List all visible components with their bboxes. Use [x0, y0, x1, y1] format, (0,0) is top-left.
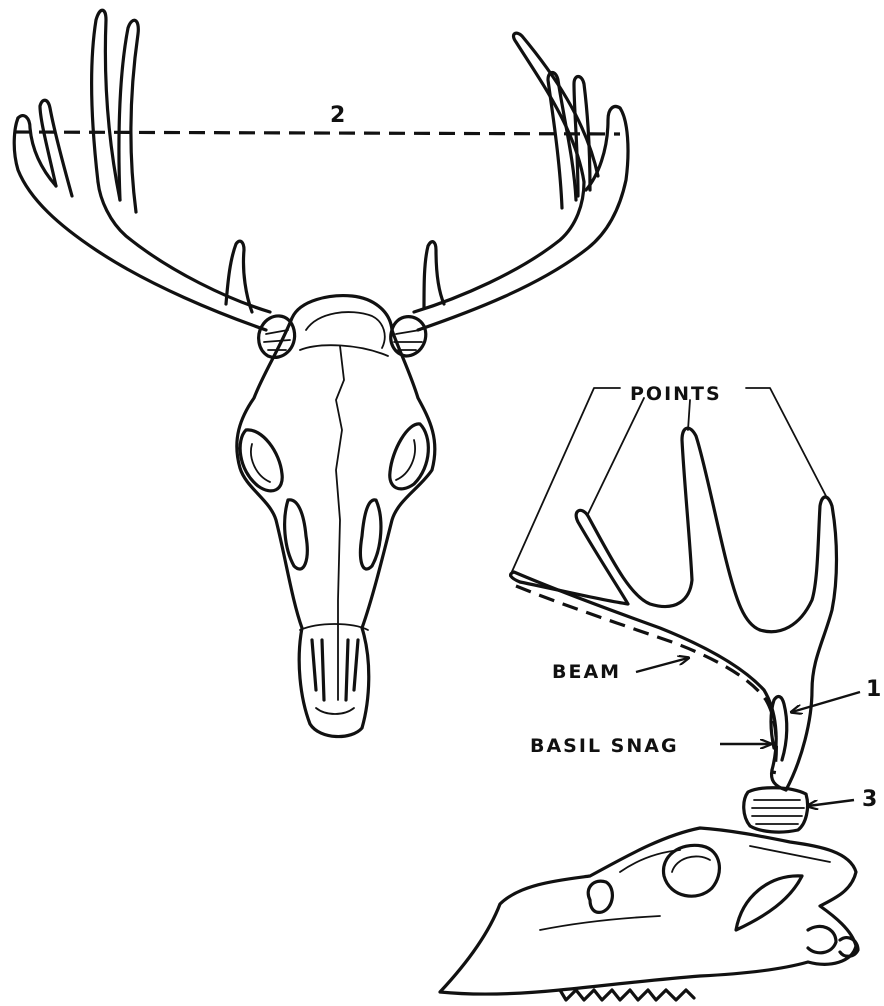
spread-dashed-line [14, 132, 620, 134]
label-points: POINTS [630, 383, 722, 405]
measurement-1: 1 [792, 677, 881, 712]
front-left-antler [14, 10, 270, 330]
label-2: 2 [330, 103, 345, 128]
points-callout: POINTS [510, 383, 826, 576]
side-view-skull [440, 788, 858, 1000]
label-3: 3 [862, 787, 877, 812]
measurement-3: 3 [808, 787, 877, 812]
front-view-skull [237, 296, 435, 737]
basil-snag-callout: BASIL SNAG [530, 735, 770, 757]
spread-measurement: 2 [14, 103, 620, 134]
label-basil-snag: BASIL SNAG [530, 735, 679, 757]
beam-callout: BEAM [552, 658, 688, 683]
label-1: 1 [866, 677, 881, 702]
label-beam: BEAM [552, 661, 621, 683]
front-right-antler [414, 33, 628, 330]
